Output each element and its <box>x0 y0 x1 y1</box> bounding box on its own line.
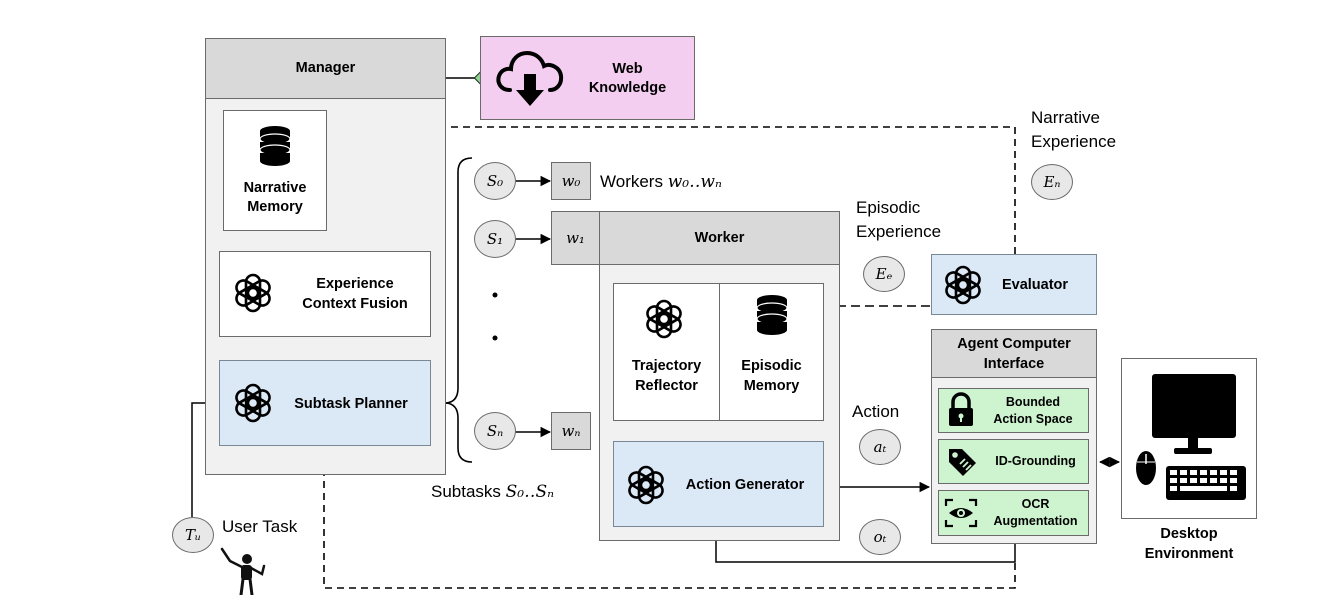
web-knowledge-label-line2: Knowledge <box>588 80 667 96</box>
workers-label: Workers w₀‥wₙ <box>600 170 722 194</box>
aci-item-3-line2: Augmentation <box>993 514 1078 528</box>
episodic-experience-label-line2: Experience <box>856 222 942 241</box>
narrative-memory-label-line1: Narrative <box>243 180 307 196</box>
fusion-label-line1: Experience <box>316 276 394 292</box>
w0-node: w₀ <box>551 162 591 200</box>
openai-knot-icon <box>646 299 682 339</box>
en-symbol: Eₙ <box>1031 164 1073 200</box>
ee-symbol: Eₑ <box>863 256 905 292</box>
action-generator-label: Action Generator <box>685 477 805 493</box>
observation-to-generator-arrow <box>710 525 1016 563</box>
subtasks-label-text: Subtasks <box>431 482 506 501</box>
episodic-memory-label-line1: Episodic <box>741 358 802 374</box>
aci-title-line2: Interface <box>983 356 1045 372</box>
eye-scan-icon <box>944 498 978 528</box>
episodic-memory-label-line2: Memory <box>743 378 800 394</box>
aci-header <box>931 329 1097 378</box>
workers-label-math: w₀‥wₙ <box>667 172 722 192</box>
aci-item-1-line2: Action Space <box>993 412 1073 426</box>
cloud-download-icon <box>496 50 564 106</box>
tu-symbol: Tᵤ <box>172 517 214 553</box>
trajectory-reflector-label-line1: Trajectory <box>631 358 702 374</box>
database-icon <box>756 295 788 335</box>
workers-label-text: Workers <box>600 172 668 191</box>
subtask-planner-label: Subtask Planner <box>294 396 408 412</box>
person-icon <box>220 547 266 595</box>
experience-context-fusion-box <box>219 251 431 337</box>
subtask-planner-box <box>219 360 431 446</box>
narrative-experience-dashed-arrow <box>326 121 1016 254</box>
desktop-label-line2: Environment <box>1144 546 1234 562</box>
narrative-memory-label-line2: Memory <box>247 199 303 215</box>
subtasks-label-math: S₀‥Sₙ <box>505 482 554 502</box>
trajectory-reflector-box <box>613 283 720 421</box>
database-icon <box>259 126 291 166</box>
w1-node: w₁ <box>551 211 600 265</box>
observation-dashed-loop <box>318 444 1016 589</box>
aci-title-line1: Agent Computer <box>957 336 1071 352</box>
ellipsis-dot-1 <box>492 292 498 298</box>
user-task-label: User Task <box>222 517 298 536</box>
ellipsis-dot-2 <box>492 335 498 341</box>
ot-symbol: oₜ <box>859 519 901 555</box>
openai-knot-icon <box>235 383 271 423</box>
s1-node: S₁ <box>474 220 516 258</box>
aci-item-3-line1: OCR <box>1021 497 1050 511</box>
fusion-label-line2: Context Fusion <box>302 296 408 312</box>
action-generator-box <box>613 441 824 527</box>
lock-icon <box>949 392 973 426</box>
at-symbol: aₜ <box>859 429 901 465</box>
worker-title: Worker <box>694 230 745 246</box>
desktop-computer-icon <box>1136 374 1246 500</box>
tag-icon <box>949 449 976 476</box>
web-knowledge-label-line1: Web <box>612 61 643 77</box>
openai-knot-icon <box>235 273 271 313</box>
web-knowledge-box <box>480 36 695 120</box>
action-label: Action <box>852 402 900 421</box>
narrative-experience-label-line1: Narrative <box>1031 108 1100 127</box>
openai-knot-icon <box>628 465 664 505</box>
worker-header <box>599 211 840 265</box>
evaluator-label: Evaluator <box>1001 277 1069 293</box>
aci-item-ocr-augmentation <box>938 490 1089 536</box>
trajectory-reflector-label-line2: Reflector <box>635 378 698 394</box>
wn-node: wₙ <box>551 412 591 450</box>
s0-node: S₀ <box>474 162 516 200</box>
aci-item-2-line1: ID-Grounding <box>995 454 1076 468</box>
openai-knot-icon <box>945 265 981 305</box>
manager-header <box>205 38 446 99</box>
subtask-brace <box>445 157 473 463</box>
desktop-label-line1: Desktop <box>1160 526 1218 542</box>
episodic-experience-label-line1: Episodic <box>856 198 921 217</box>
narrative-experience-label-line2: Experience <box>1031 132 1117 151</box>
manager-title: Manager <box>295 60 356 76</box>
subtasks-label: Subtasks S₀‥Sₙ <box>431 480 554 504</box>
sn-node: Sₙ <box>474 412 516 450</box>
aci-item-1-line1: Bounded <box>1005 395 1061 409</box>
